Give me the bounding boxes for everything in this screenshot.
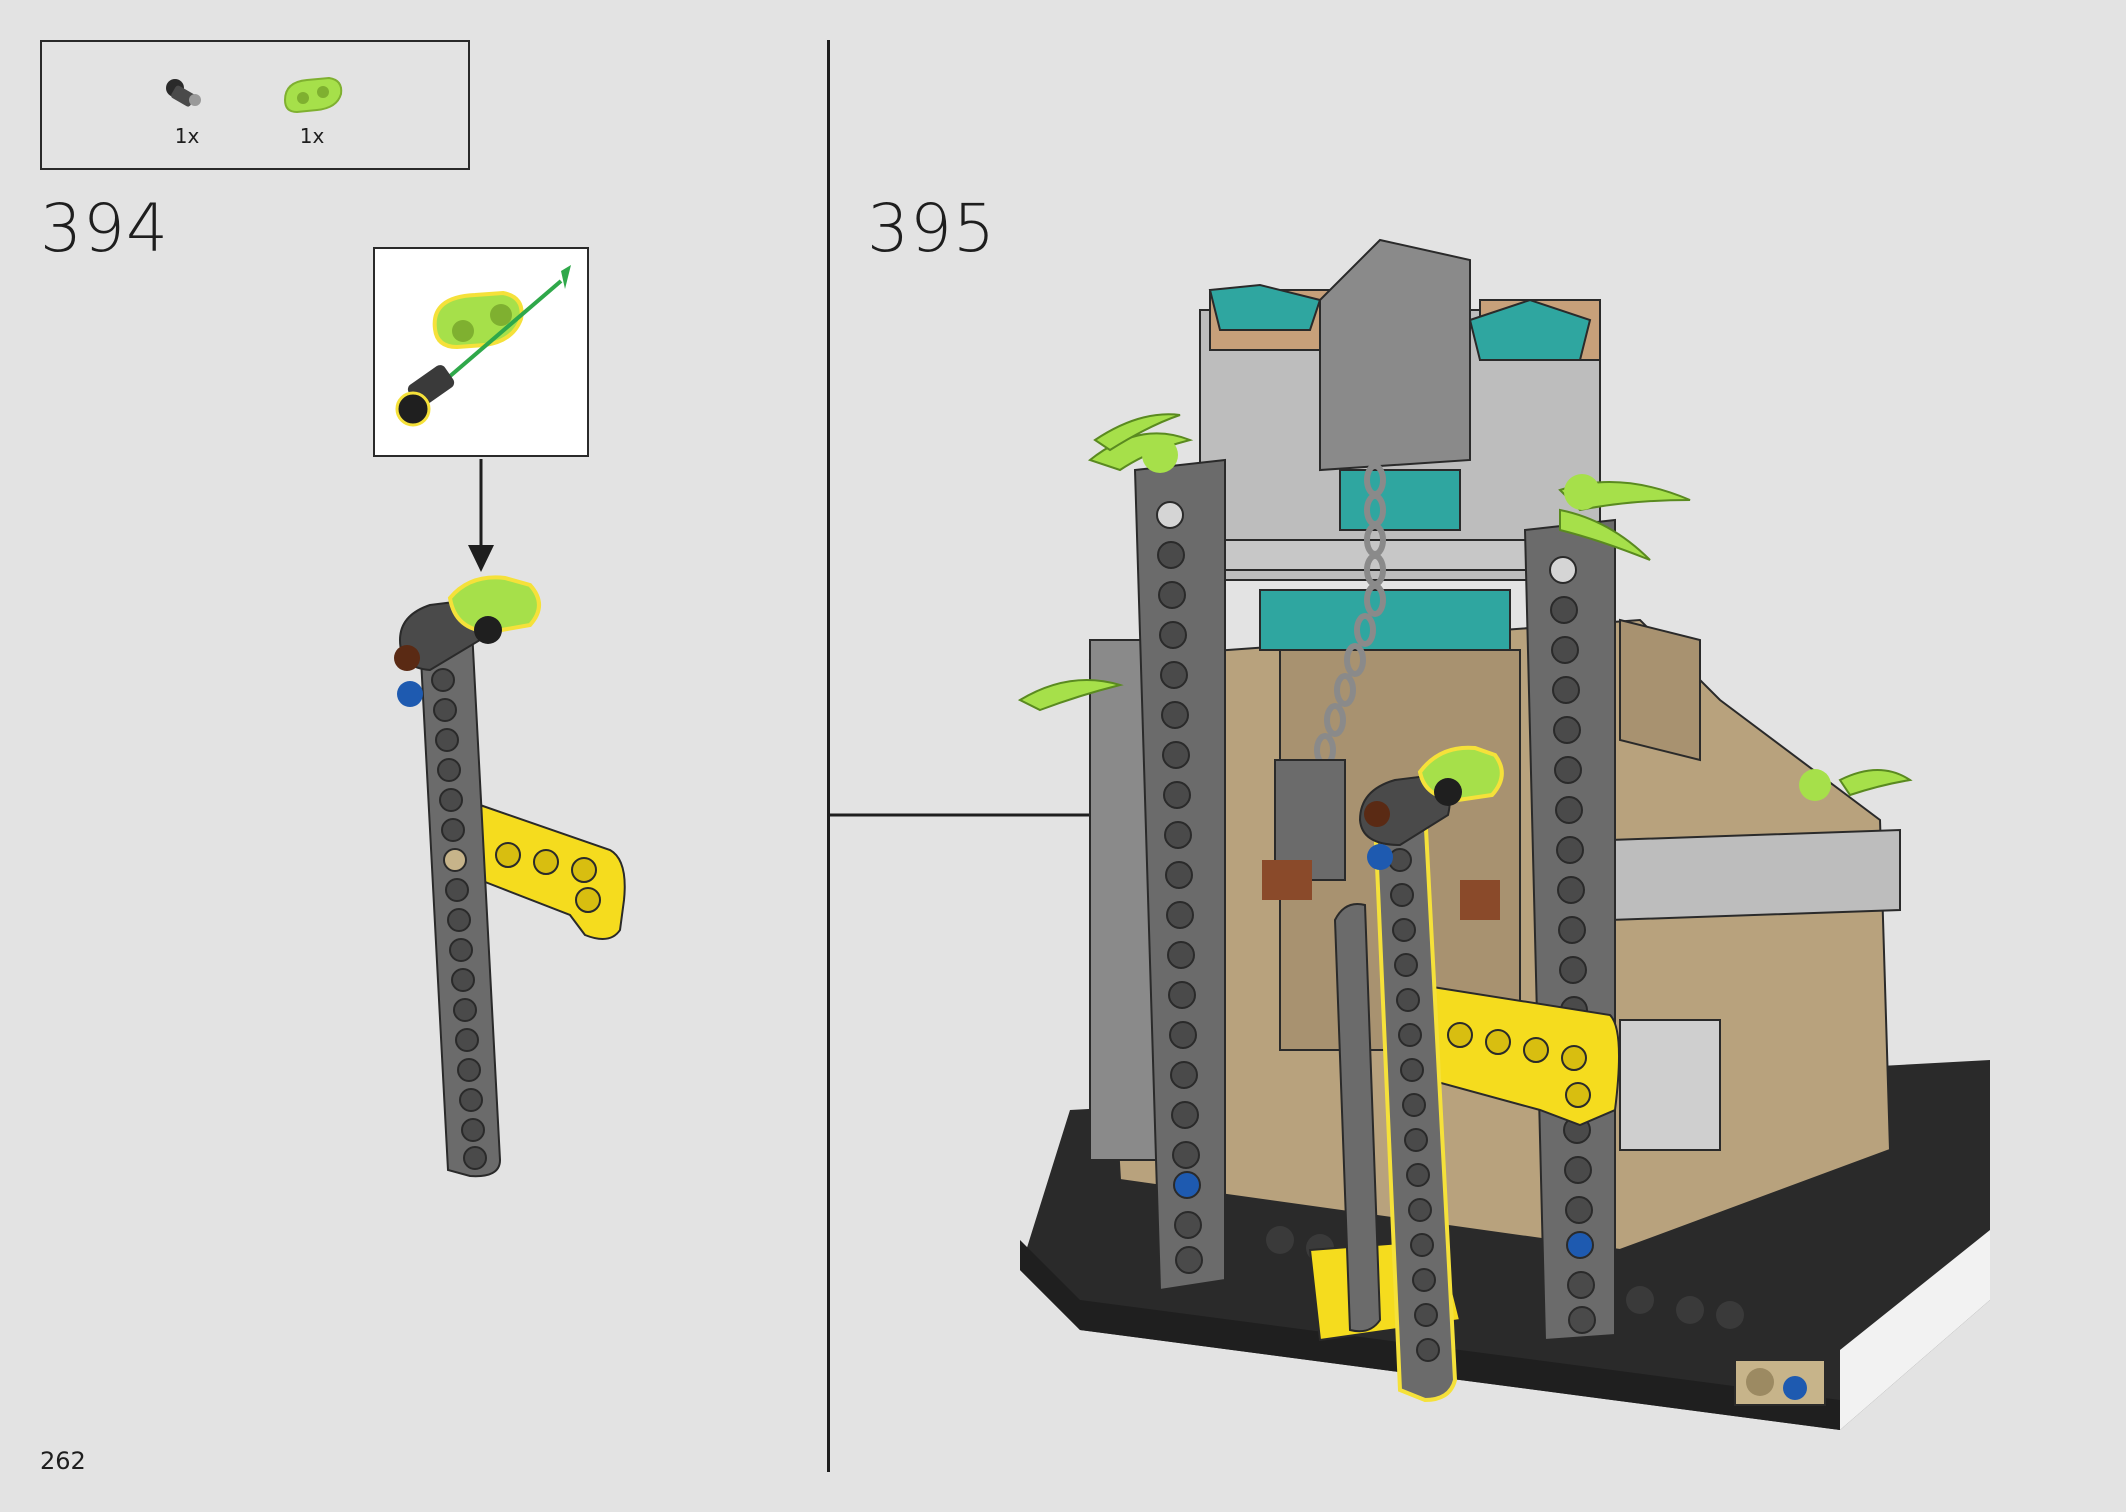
connector-pin-icon	[166, 79, 201, 107]
part-quantity: 1x	[174, 124, 200, 148]
step-divider	[827, 40, 830, 1472]
part-connector-pin: 1x	[157, 72, 217, 148]
step-number-395: 395	[867, 190, 996, 267]
part-liftarm: 1x	[277, 72, 347, 148]
callout-arrowhead-icon	[468, 545, 494, 572]
part-quantity: 1x	[299, 124, 325, 148]
step-394-assembly	[394, 575, 626, 1178]
liftarm-2-icon	[283, 76, 343, 114]
step-number-394: 394	[40, 190, 169, 267]
page-number: 262	[40, 1447, 86, 1475]
parts-list-box: 1x 1x	[40, 40, 470, 170]
subassembly-callout	[373, 247, 589, 457]
step-395-model	[1017, 238, 1990, 1430]
subassembly-illustration	[395, 265, 571, 427]
